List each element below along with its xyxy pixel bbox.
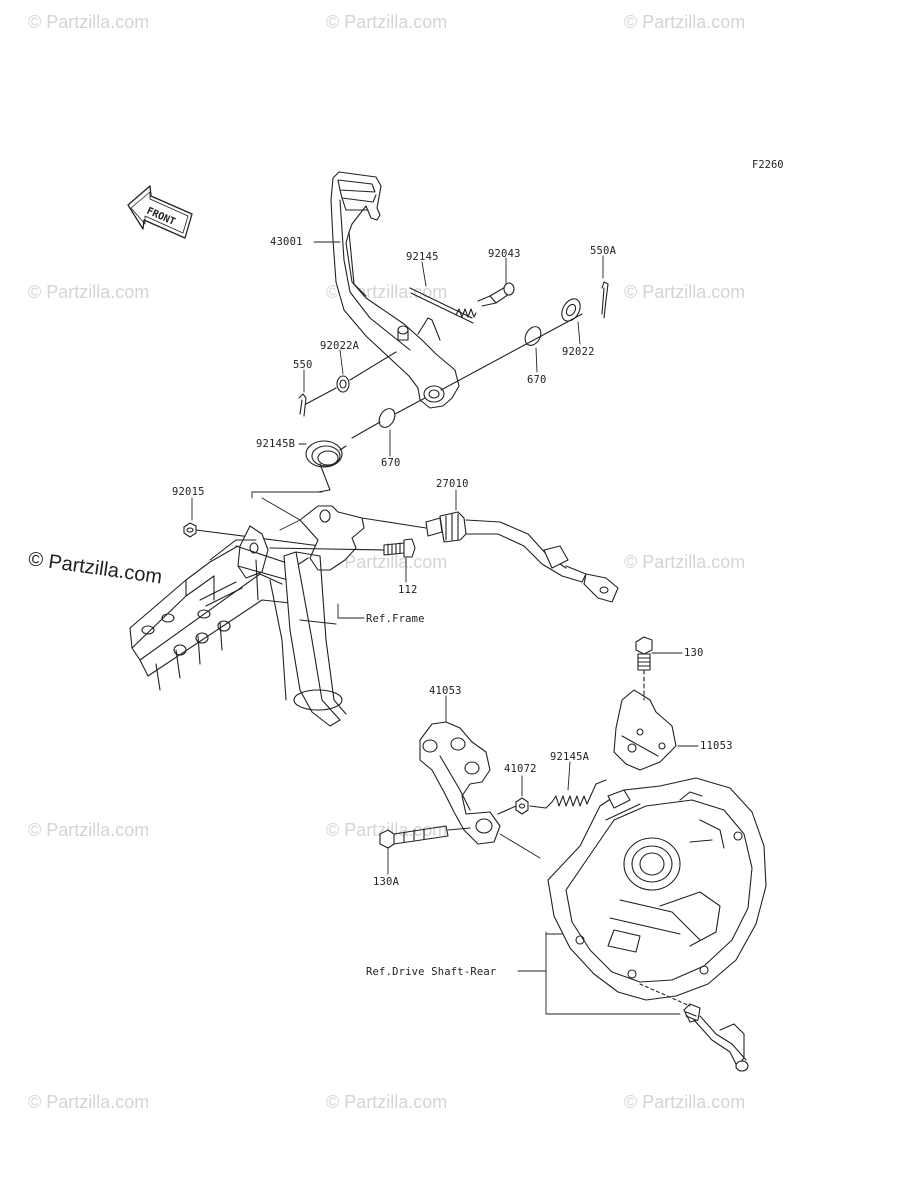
part-label-11053[interactable]: 11053 xyxy=(700,740,733,752)
lever-41053 xyxy=(419,721,501,845)
nut-41072 xyxy=(515,797,529,815)
part-label-92015[interactable]: 92015 xyxy=(172,486,205,498)
part-label-112[interactable]: 112 xyxy=(398,584,418,596)
part-label-92145[interactable]: 92145 xyxy=(406,251,439,263)
part-label-670-upper[interactable]: 670 xyxy=(527,374,547,386)
brake-switch-27010 xyxy=(425,511,619,603)
watermark: © Partzilla.com xyxy=(624,552,746,572)
part-label-92145B[interactable]: 92145B xyxy=(256,438,296,450)
bolt-112 xyxy=(383,538,416,558)
watermark: © Partzilla.com xyxy=(28,282,150,302)
part-label-27010[interactable]: 27010 xyxy=(436,478,469,490)
bracket-11053 xyxy=(613,689,677,771)
drive-shaft-housing xyxy=(547,777,767,1001)
leader-axis xyxy=(349,351,397,381)
part-label-41072[interactable]: 41072 xyxy=(504,763,537,775)
torsion-spring-92145B xyxy=(305,440,347,493)
front-arrow-icon: FRONT xyxy=(127,185,193,239)
watermark: © Partzilla.com xyxy=(326,12,448,32)
part-label-43001[interactable]: 43001 xyxy=(270,236,303,248)
leader-lines xyxy=(191,241,699,1015)
bolt-130 xyxy=(635,636,653,671)
part-label-670-lower[interactable]: 670 xyxy=(381,457,401,469)
watermark: © Partzilla.com xyxy=(624,12,746,32)
watermark: © Partzilla.com xyxy=(326,1092,448,1112)
drive-shaft-lever xyxy=(683,1003,749,1072)
washer-92022 xyxy=(561,298,581,322)
part-label-41053[interactable]: 41053 xyxy=(429,685,462,697)
nut-92015 xyxy=(183,522,197,538)
cotter-pin-550A xyxy=(601,281,609,319)
washer-92022A xyxy=(336,375,350,393)
watermark: © Partzilla.com xyxy=(624,1092,746,1112)
figure-code: F2260 xyxy=(752,159,784,171)
frame-bracket xyxy=(235,505,365,581)
snap-ring-670-lower xyxy=(378,408,396,428)
ref-label-drive-shaft[interactable]: Ref.Drive Shaft-Rear xyxy=(366,966,497,978)
pin-92043 xyxy=(477,282,515,307)
part-label-130A[interactable]: 130A xyxy=(373,876,400,888)
part-label-550[interactable]: 550 xyxy=(293,359,313,371)
watermark: © Partzilla.com xyxy=(624,282,746,302)
watermark: © Partzilla.com xyxy=(326,820,448,840)
part-label-130[interactable]: 130 xyxy=(684,647,704,659)
part-label-92043[interactable]: 92043 xyxy=(488,248,521,260)
part-label-92145A[interactable]: 92145A xyxy=(550,751,590,763)
bolt-130A xyxy=(379,825,449,849)
spring-92145 xyxy=(455,308,477,318)
brake-pedal xyxy=(330,171,460,409)
cotter-pin-550 xyxy=(298,393,307,417)
spring-92145A xyxy=(545,783,597,809)
part-label-92022A[interactable]: 92022A xyxy=(320,340,360,352)
snap-ring-670-upper xyxy=(524,326,542,346)
pivot-axis xyxy=(440,313,583,391)
watermark: © Partzilla.com xyxy=(28,1092,150,1112)
frame-tubes xyxy=(129,539,347,727)
part-label-92022[interactable]: 92022 xyxy=(562,346,595,358)
spring-rod xyxy=(409,287,473,319)
watermark: © Partzilla.com xyxy=(28,12,150,32)
ref-label-frame[interactable]: Ref.Frame xyxy=(366,613,425,625)
watermark: © Partzilla.com xyxy=(326,552,448,572)
watermark: © Partzilla.com xyxy=(28,820,150,840)
part-label-550A[interactable]: 550A xyxy=(590,245,617,257)
